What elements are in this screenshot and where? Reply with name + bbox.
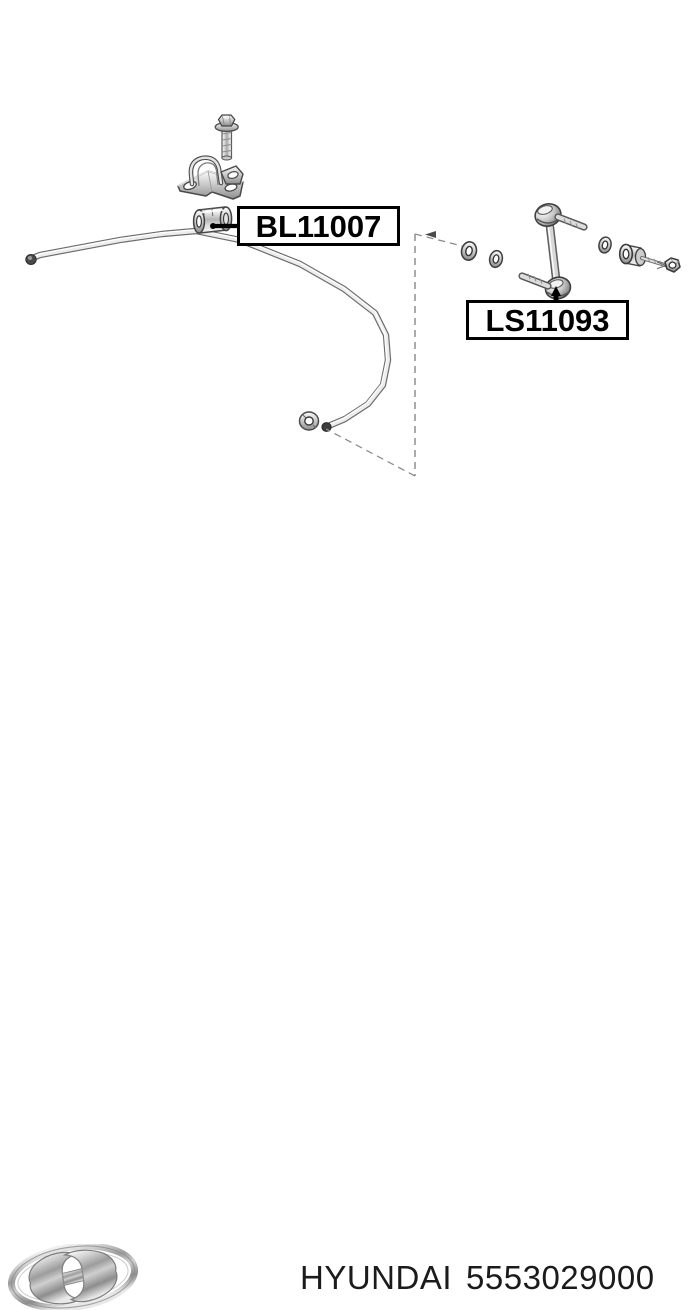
- stud-right: [640, 256, 670, 270]
- assembly-guide-lines: [325, 231, 463, 477]
- part-label-ls11093[interactable]: LS11093: [466, 300, 629, 340]
- part-label-ls11093-text: LS11093: [485, 302, 610, 338]
- footer-brand-name: HYUNDAI: [300, 1259, 453, 1296]
- footer-part-number: 5553029000: [466, 1259, 655, 1296]
- mounting-bracket: [177, 155, 244, 200]
- hyundai-logo: [8, 1244, 138, 1310]
- end-bushing: [298, 411, 320, 431]
- washer-left: [460, 241, 478, 261]
- part-label-bl11007-text: BL11007: [255, 208, 382, 244]
- parts-diagram: BL11007 LS11093 HYUNDAI 5553029000: [0, 114, 700, 1310]
- flange-bolt: [214, 114, 239, 161]
- footer-brand-and-partnumber: HYUNDAI 5553029000: [300, 1258, 692, 1298]
- washer-left-2: [488, 249, 504, 269]
- part-label-bl11007[interactable]: BL11007: [237, 206, 400, 246]
- footer-bar: HYUNDAI 5553029000: [0, 618, 700, 1310]
- link-ball-joint-upper: [534, 203, 588, 231]
- link-ball-joint-lower: [518, 272, 572, 300]
- link-bushing-right: [618, 243, 647, 267]
- leader-ls11093: [551, 286, 561, 300]
- stabilizer-bar: [25, 227, 392, 432]
- stabilizer-link: [518, 203, 588, 300]
- leader-bl11007: [210, 223, 237, 229]
- stabilizer-bar-bushing: [192, 206, 233, 234]
- washer-right: [598, 236, 612, 254]
- lock-nut: [664, 257, 681, 273]
- diagram-artwork: [25, 114, 681, 477]
